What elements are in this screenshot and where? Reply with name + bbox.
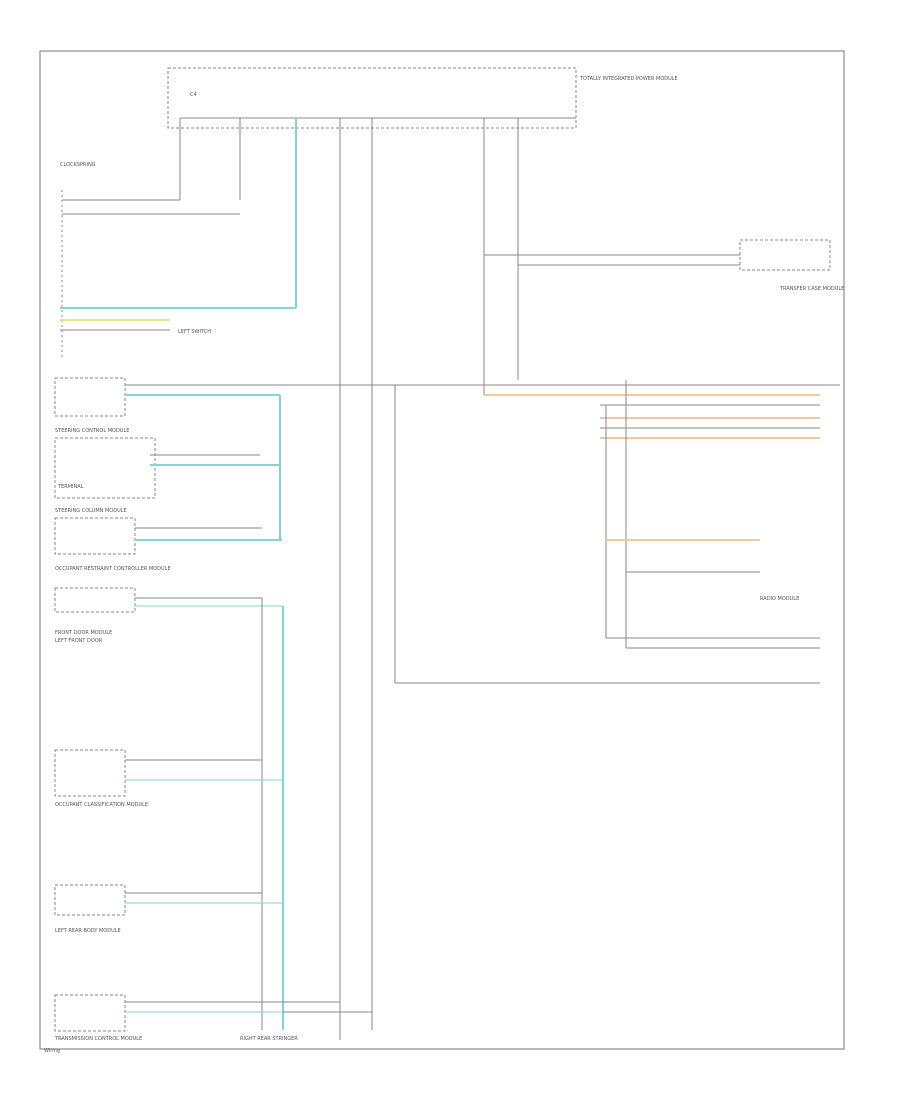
module-block-7: RIGHT REAR STRINGER TRANSMISSION CONTROL… [54,994,372,1042]
module-1-label: STEERING CONTROL MODULE [55,428,129,434]
module-block-3: OCCUPANT RESTRAINT CONTROLLER MODULE [54,566,282,613]
footer-label: Wiring [44,1048,60,1054]
module-6-label: LEFT REAR BODY MODULE [55,928,121,934]
module-4-sub-label: LEFT FRONT DOOR [55,638,103,644]
module-4-label: FRONT DOOR MODULE [55,630,112,636]
module-2-label: STEERING COLUMN MODULE [55,508,127,514]
splice-bottom-label: RIGHT REAR STRINGER [240,1036,298,1042]
module-block-2: STEERING COLUMN MODULE [54,508,282,555]
top-fuse-block-label: TOTALLY INTEGRATED POWER MODULE [579,76,678,82]
top-fuse-block: TOTALLY INTEGRATED POWER MODULE C4 [167,67,678,129]
left-connector: CLOCKSPRING LEFT SWITCH [60,162,240,360]
module-block-1: STEERING CONTROL MODULE TERMINAL [54,377,840,540]
module-block-4: FRONT DOOR MODULE LEFT FRONT DOOR [55,630,112,644]
module-block-6: LEFT REAR BODY MODULE [54,884,283,934]
splice-column [261,598,284,1030]
right-lower-modules: RADIO MODULE [394,380,820,684]
right-module-label: TRANSFER CASE MODULE [779,286,844,292]
top-connector-label: C4 [190,92,197,98]
module-5-label: OCCUPANT CLASSIFICATION MODULE [55,802,148,808]
top-feeds [179,118,519,1040]
module-1-sub-label: TERMINAL [57,484,84,490]
left-connector-label: CLOCKSPRING [60,162,96,168]
diagram-border [39,50,845,1050]
module-3-label: OCCUPANT RESTRAINT CONTROLLER MODULE [55,566,171,572]
module-block-5: OCCUPANT CLASSIFICATION MODULE [54,749,283,808]
left-switch-label: LEFT SWITCH [178,329,211,335]
right-upper-module: TRANSFER CASE MODULE [484,239,844,292]
module-7-label: TRANSMISSION CONTROL MODULE [54,1036,142,1042]
right-module-2-label: RADIO MODULE [760,596,799,602]
